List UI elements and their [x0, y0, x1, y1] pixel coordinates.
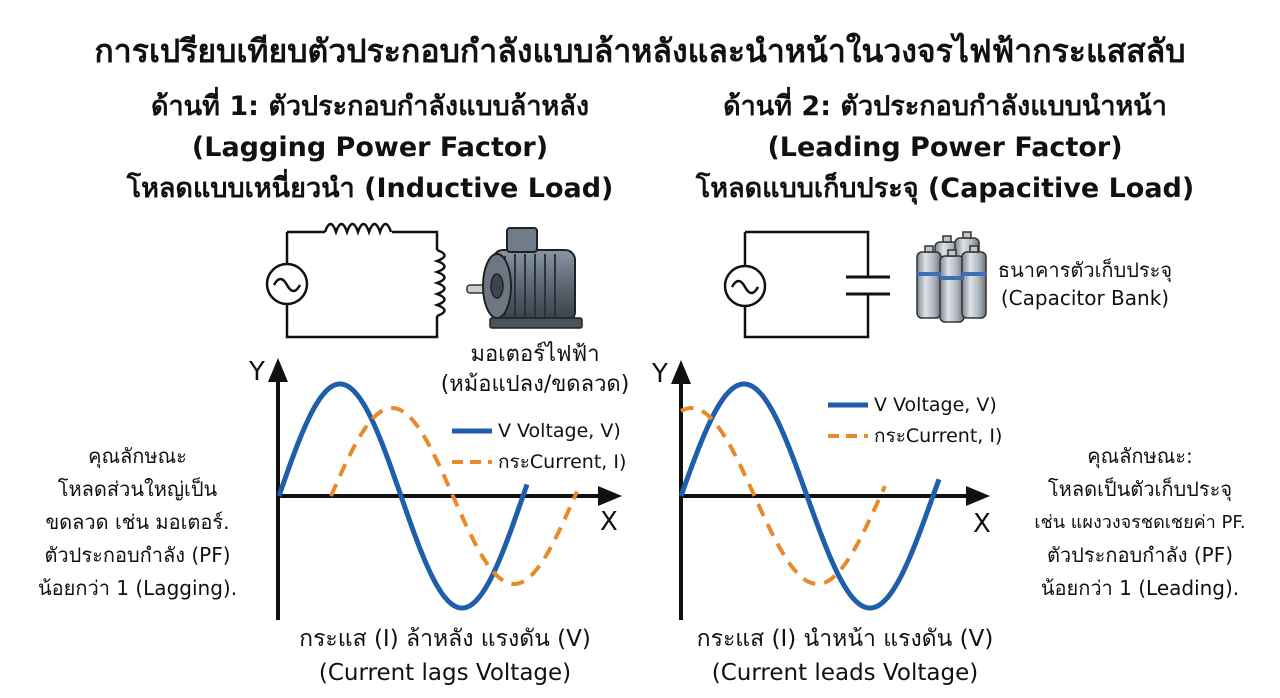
motor-label-line-2: (หม้อแปลง/ขดลวด): [440, 372, 630, 397]
left-caption-line-1: กระแส (I) ล้าหลัง แรงดัน (V): [299, 626, 591, 652]
right-circuit: [723, 230, 890, 339]
right-current-curve: [680, 405, 887, 587]
left-voltage-curve: [276, 381, 530, 611]
ac-source-icon: [265, 262, 309, 306]
motor-icon: [466, 227, 583, 329]
left-side-line-3: ขดลวด เช่น มอเตอร์.: [45, 510, 230, 534]
left-caption: กระแส (I) ล้าหลัง แรงดัน (V) (Current la…: [255, 622, 635, 690]
right-side-text: คุณลักษณะ: โหลดเป็นตัวเก็บประจุ เช่น แผง…: [1000, 440, 1280, 605]
capacitor-icon: [846, 275, 890, 296]
right-legend-voltage: V Voltage, V): [874, 394, 997, 416]
left-heading-line-3: โหลดแบบเหนี่ยวนำ (Inductive Load): [126, 173, 614, 204]
right-side-line-1: คุณลักษณะ:: [1087, 444, 1193, 468]
capacitor-bank-label: ธนาคารตัวเก็บประจุ (Capacitor Bank): [985, 256, 1185, 312]
right-heading-line-2: (Leading Power Factor): [767, 132, 1123, 163]
left-side-line-4: ตัวประกอบกำลัง (PF): [44, 543, 231, 567]
right-caption: กระแส (I) นำหน้า แรงดัน (V) (Current lea…: [655, 622, 1035, 690]
motor-label: มอเตอร์ไฟฟ้า (หม้อแปลง/ขดลวด): [420, 340, 650, 400]
left-side-line-1: คุณลักษณะ: [88, 444, 187, 468]
left-side-text: คุณลักษณะ โหลดส่วนใหญ่เป็น ขดลวด เช่น มอ…: [0, 440, 275, 605]
right-caption-line-2: (Current leads Voltage): [711, 660, 979, 686]
left-caption-line-2: (Current lags Voltage): [318, 660, 572, 686]
left-heading-line-1: ด้านที่ 1: ตัวประกอบกำลังแบบล้าหลัง: [150, 91, 590, 122]
capacitor-bank-icon: [916, 231, 987, 323]
right-y-axis-label: Y: [651, 359, 668, 389]
left-legend-voltage: V Voltage, V): [498, 420, 621, 442]
left-current-curve: [329, 406, 579, 586]
inductor-icon: [323, 222, 446, 318]
right-heading-line-3: โหลดแบบเก็บประจุ (Capacitive Load): [695, 173, 1195, 204]
right-graph: Y X V Voltage, V) กระCurrent, I): [651, 359, 1002, 620]
right-side-line-4: ตัวประกอบกำลัง (PF): [1046, 543, 1234, 567]
right-legend-current: กระCurrent, I): [874, 425, 1002, 447]
left-x-axis-label: X: [600, 507, 618, 537]
left-side-line-2: โหลดส่วนใหญ่เป็น: [57, 477, 218, 501]
right-heading: ด้านที่ 2: ตัวประกอบกำลังแบบนำหน้า (Lead…: [625, 86, 1265, 209]
left-legend-current: กระCurrent, I): [498, 451, 626, 473]
right-y-arrow: [671, 360, 691, 384]
left-graph: Y X V Voltage, V) กระCurrent, I): [248, 357, 626, 620]
ac-source-icon: [723, 264, 767, 308]
capacitor-bank-label-line-2: (Capacitor Bank): [1000, 286, 1170, 310]
right-x-arrow: [966, 486, 990, 506]
right-heading-line-1: ด้านที่ 2: ตัวประกอบกำลังแบบนำหน้า: [723, 91, 1167, 122]
right-side-line-2: โหลดเป็นตัวเก็บประจุ: [1047, 477, 1233, 501]
right-x-axis-label: X: [973, 509, 991, 539]
right-side-line-3: เช่น แผงวงจรชดเชยค่า PF.: [1034, 512, 1246, 533]
right-voltage-curve: [678, 381, 942, 611]
right-caption-line-1: กระแส (I) นำหน้า แรงดัน (V): [696, 626, 994, 652]
left-heading: ด้านที่ 1: ตัวประกอบกำลังแบบล้าหลัง (Lag…: [40, 86, 700, 209]
left-y-axis-label: Y: [248, 357, 265, 387]
left-y-arrow: [268, 358, 288, 382]
right-side-line-5: น้อยกว่า 1 (Leading).: [1040, 576, 1240, 600]
motor-label-line-1: มอเตอร์ไฟฟ้า: [470, 342, 600, 367]
left-side-line-5: น้อยกว่า 1 (Lagging).: [37, 576, 238, 600]
capacitor-bank-label-line-1: ธนาคารตัวเก็บประจุ: [997, 258, 1173, 282]
left-circuit: [265, 222, 446, 339]
left-x-arrow: [598, 486, 622, 506]
page-title: การเปรียบเทียบตัวประกอบกำลังแบบล้าหลังแล…: [94, 32, 1186, 70]
left-heading-line-2: (Lagging Power Factor): [191, 132, 549, 163]
